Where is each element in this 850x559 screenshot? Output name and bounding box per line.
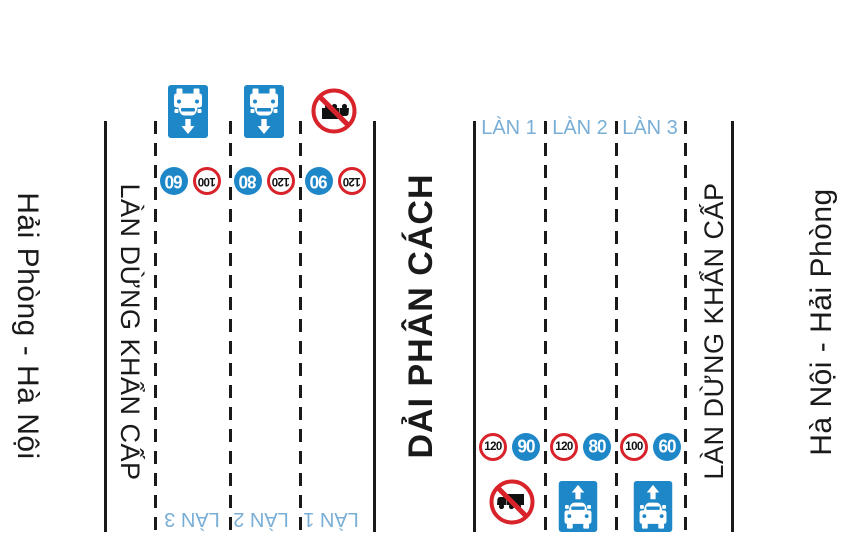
min-speed-value: 80 bbox=[588, 436, 607, 457]
median-strip-label: DẢI PHÂN CÁCH bbox=[399, 173, 443, 459]
right-emergency-lane-label: LÀN DỪNG KHẨN CẤP bbox=[699, 181, 729, 481]
right-lane3-car-lane-sign bbox=[633, 481, 673, 532]
left-lane2-car-lane-sign bbox=[244, 85, 284, 138]
right-road-lane2-lane3-divider-line bbox=[615, 121, 618, 532]
right-direction-label: Hà Nội - Hải Phòng bbox=[804, 162, 840, 482]
left-lane2-label: LÀN 2 bbox=[233, 508, 289, 530]
min-speed-value: 90 bbox=[310, 171, 328, 192]
left-road-lane2-lane1-divider-line bbox=[299, 121, 302, 532]
left-direction-text: Hải Phòng - Hà Nội bbox=[11, 192, 44, 460]
max-speed-value: 100 bbox=[625, 441, 643, 453]
no-truck-icon bbox=[311, 88, 357, 134]
max-speed-sign: 120 bbox=[479, 433, 507, 461]
right-lane3-speed-pair: 100 60 bbox=[620, 433, 681, 461]
right-road-outer-edge-line bbox=[731, 121, 734, 532]
left-direction-label: Hải Phòng - Hà Nội bbox=[9, 166, 45, 486]
right-lane2-speed-pair: 120 80 bbox=[550, 433, 611, 461]
right-lane2-car-lane-sign bbox=[558, 481, 598, 532]
max-speed-sign: 120 bbox=[550, 433, 578, 461]
left-lane1-label: LÀN 1 bbox=[303, 508, 359, 530]
left-road-emergency-divider-line bbox=[154, 121, 157, 532]
left-emergency-lane-label: LÀN DỪNG KHẨN CẤP bbox=[115, 182, 146, 482]
left-road-outer-edge-line bbox=[104, 121, 107, 532]
right-road-emergency-divider-line bbox=[684, 121, 687, 532]
right-road-lane1-lane2-divider-line bbox=[544, 121, 547, 532]
right-lane3-label: LÀN 3 bbox=[622, 117, 678, 139]
median-strip-text: DẢI PHÂN CÁCH bbox=[401, 173, 440, 459]
left-lane3-car-lane-sign bbox=[168, 85, 208, 138]
min-speed-sign: 90 bbox=[512, 433, 540, 461]
min-speed-value: 60 bbox=[165, 171, 183, 192]
left-lane1-no-truck-sign bbox=[311, 88, 357, 134]
right-lane1-label: LÀN 1 bbox=[481, 117, 537, 139]
no-truck-icon bbox=[489, 479, 535, 525]
right-lane2-label: LÀN 2 bbox=[552, 117, 608, 139]
car-lane-icon bbox=[558, 481, 598, 532]
min-speed-sign: 60 bbox=[160, 167, 188, 195]
min-speed-value: 60 bbox=[658, 436, 677, 457]
car-lane-icon bbox=[633, 481, 673, 532]
min-speed-value: 90 bbox=[517, 436, 536, 457]
left-lane3-label: LÀN 3 bbox=[164, 508, 220, 530]
max-speed-sign: 120 bbox=[267, 167, 295, 195]
min-speed-sign: 60 bbox=[653, 433, 681, 461]
max-speed-sign: 120 bbox=[338, 167, 366, 195]
left-emergency-lane-text: LÀN DỪNG KHẨN CẤP bbox=[115, 183, 146, 481]
min-speed-sign: 90 bbox=[305, 167, 333, 195]
max-speed-value: 120 bbox=[343, 175, 361, 187]
max-speed-value: 120 bbox=[484, 441, 502, 453]
left-lane2-speed-pair: 120 80 bbox=[234, 167, 295, 195]
car-lane-icon bbox=[168, 85, 208, 138]
right-direction-text: Hà Nội - Hải Phòng bbox=[805, 188, 838, 456]
max-speed-value: 120 bbox=[272, 175, 290, 187]
max-speed-sign: 100 bbox=[620, 433, 648, 461]
min-speed-sign: 80 bbox=[583, 433, 611, 461]
right-emergency-lane-text: LÀN DỪNG KHẨN CẤP bbox=[698, 182, 729, 480]
max-speed-sign: 100 bbox=[193, 167, 221, 195]
max-speed-value: 100 bbox=[198, 175, 216, 187]
right-lane1-no-truck-sign bbox=[489, 479, 535, 525]
min-speed-sign: 80 bbox=[234, 167, 262, 195]
left-road-lane3-lane2-divider-line bbox=[229, 121, 232, 532]
left-road-median-edge-line bbox=[373, 121, 376, 532]
left-lane3-speed-pair: 100 60 bbox=[160, 167, 221, 195]
left-lane1-speed-pair: 120 90 bbox=[305, 167, 366, 195]
max-speed-value: 120 bbox=[555, 441, 573, 453]
right-road-median-edge-line bbox=[473, 121, 476, 532]
car-lane-icon bbox=[244, 85, 284, 138]
min-speed-value: 80 bbox=[239, 171, 257, 192]
right-lane1-speed-pair: 120 90 bbox=[479, 433, 540, 461]
